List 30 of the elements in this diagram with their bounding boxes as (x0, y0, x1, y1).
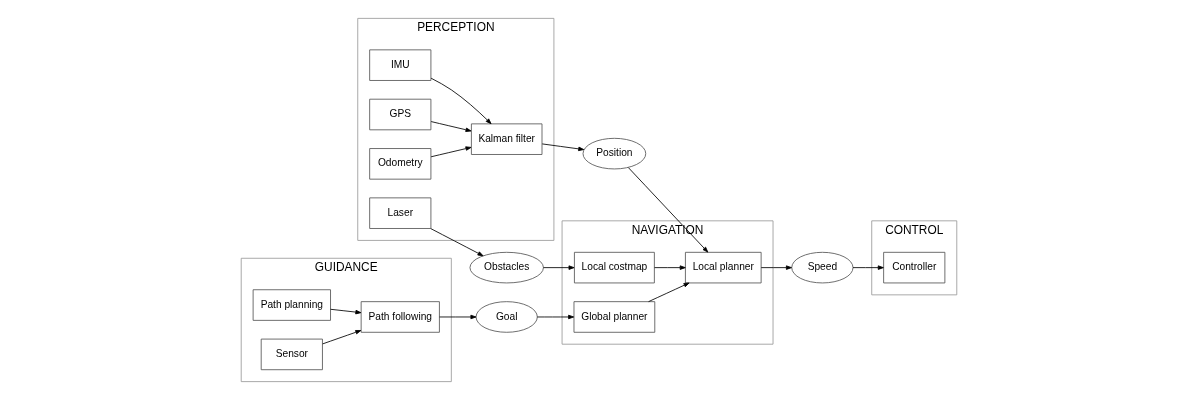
node-box: Local planner (685, 251, 762, 284)
node-ellipse: Goal (475, 301, 538, 333)
arrow (760, 265, 792, 270)
node-box: IMU (369, 49, 432, 81)
arrow (430, 77, 492, 125)
arrow (430, 121, 472, 132)
node-box: Sensor (260, 338, 323, 371)
node-box: GPS (369, 98, 432, 131)
node-box: Local costmap (574, 251, 655, 284)
node-box: Global planner (573, 301, 656, 333)
arrow (536, 314, 575, 320)
arrow (430, 146, 472, 158)
node-box: Path following (360, 301, 440, 333)
node-box: Controller (883, 251, 946, 284)
arrow (648, 282, 690, 303)
arrow (852, 265, 884, 270)
node-box: Path planning (252, 289, 331, 321)
arrow (543, 265, 575, 270)
node-box: Kalman filter (470, 123, 543, 155)
arrow (654, 265, 686, 270)
arrow (627, 167, 709, 253)
arrow (541, 143, 585, 152)
arrow (330, 308, 362, 315)
node-box: Laser (369, 197, 432, 229)
node-ellipse: Position (582, 137, 647, 170)
arrow (322, 330, 362, 345)
node-box: Odometry (369, 148, 432, 180)
arrow (430, 228, 484, 257)
node-ellipse: Speed (791, 251, 854, 284)
arrow (439, 314, 477, 320)
